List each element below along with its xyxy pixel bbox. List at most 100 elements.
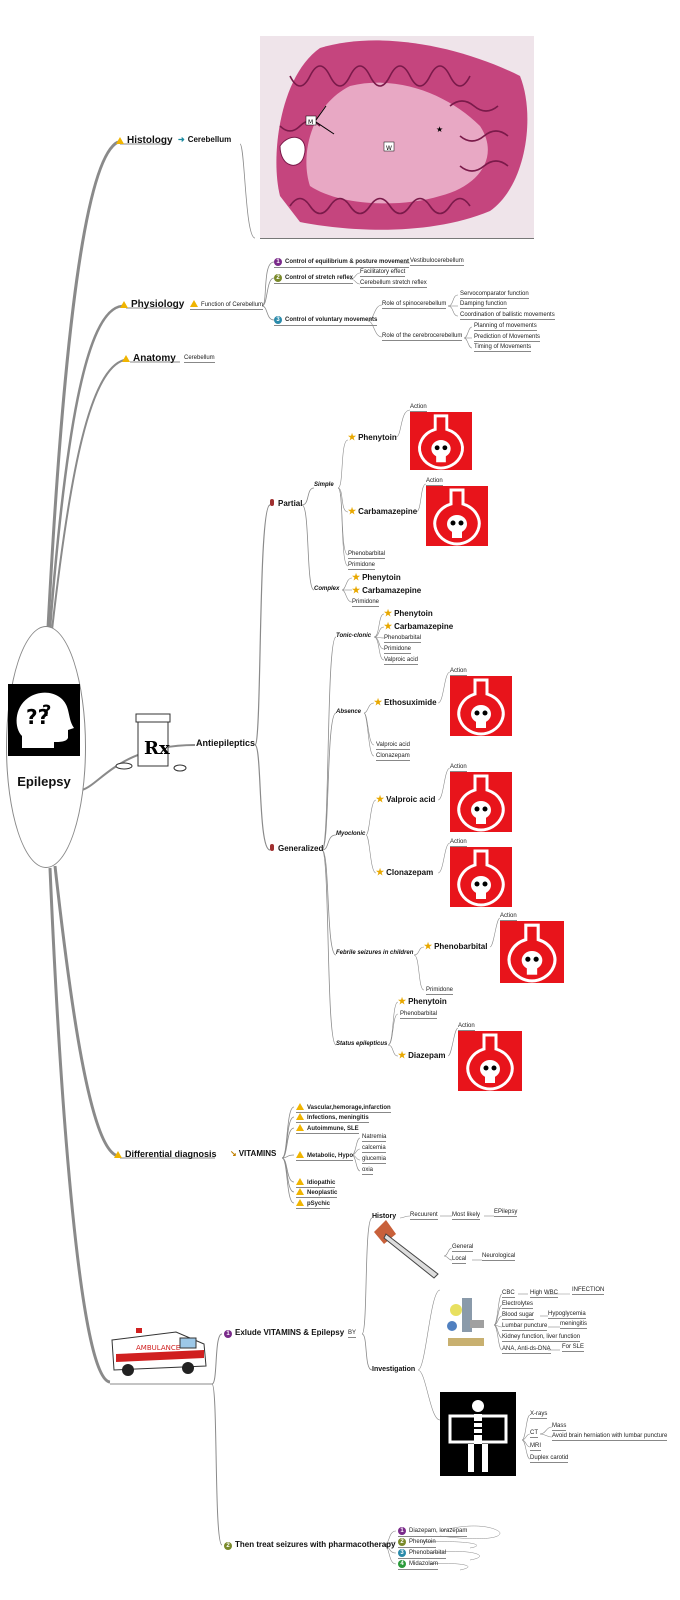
febrile-phenobarbital[interactable]: ★Phenobarbital	[424, 942, 487, 951]
function-node[interactable]: Function of Cerebellum	[190, 300, 264, 310]
inv-lumbar-puncture[interactable]: Lumbar puncture	[502, 1323, 548, 1331]
history-most-likely[interactable]: Most likely	[452, 1212, 481, 1220]
inv-mass[interactable]: Mass	[552, 1423, 567, 1431]
phys-cerebro3[interactable]: Timing of Movements	[474, 344, 532, 352]
inv-avoid[interactable]: Avoid brain herniation with lumbar punct…	[552, 1433, 668, 1441]
inv-mri[interactable]: MRI	[530, 1443, 541, 1451]
inv-cbc[interactable]: CBC	[502, 1290, 515, 1298]
differential-node[interactable]: Differential diagnosis	[114, 1150, 217, 1159]
vit-infections[interactable]: Infections, meningitis	[296, 1113, 369, 1123]
complex-node[interactable]: Complex	[314, 586, 340, 592]
inv-high-wbc[interactable]: High WBC	[530, 1290, 559, 1298]
vit-vascular[interactable]: Vascular,hemorage,infarction	[296, 1103, 391, 1113]
simple-phenytoin[interactable]: ★Phenytoin	[348, 433, 397, 442]
absence-node[interactable]: Absence	[336, 709, 362, 715]
action-label[interactable]: Action	[450, 668, 467, 676]
tonic-phenobarbital[interactable]: Phenobarbital	[384, 635, 422, 643]
antiepileptics-node[interactable]: Antiepileptics	[196, 738, 256, 748]
inv-blood-sugar[interactable]: Blood sugar	[502, 1312, 535, 1320]
exam-local[interactable]: Local	[452, 1256, 467, 1264]
action-label[interactable]: Action	[500, 913, 517, 921]
status-node[interactable]: Status epilepticus	[336, 1041, 388, 1047]
cerebellum-node[interactable]: ➜Cerebellum	[178, 136, 231, 144]
absence-ethosuximide[interactable]: ★Ethosuximide	[374, 698, 437, 707]
anatomy-child[interactable]: Cerebellum	[184, 355, 215, 363]
status-diazepam[interactable]: ★Diazepam	[398, 1051, 445, 1060]
action-label[interactable]: Action	[410, 404, 427, 412]
vit-metabolic[interactable]: Metabolic, Hypo	[296, 1151, 354, 1161]
vit-psychic[interactable]: pSychic	[296, 1199, 331, 1209]
generalized-node[interactable]: Generalized	[270, 844, 323, 853]
tonic-phenytoin[interactable]: ★Phenytoin	[384, 609, 433, 618]
phys-spino1[interactable]: Servocomparator function	[460, 291, 529, 299]
simple-carbamazepine[interactable]: ★Carbamazepine	[348, 507, 417, 516]
action-label[interactable]: Action	[458, 1023, 475, 1031]
tonic-valproic[interactable]: Valproic acid	[384, 657, 418, 665]
inv-ana[interactable]: ANA, Anti-ds-DNA	[502, 1346, 551, 1354]
phys-spino[interactable]: Role of spinocerebellum	[382, 301, 447, 309]
histology-node[interactable]: Histology	[116, 136, 173, 146]
myoclonic-clonazepam[interactable]: ★Clonazepam	[376, 868, 433, 877]
simple-phenobarbital[interactable]: Phenobarbital	[348, 551, 386, 559]
febrile-primidone[interactable]: Primidone	[426, 987, 454, 995]
absence-clonazepam[interactable]: Clonazepam	[376, 753, 410, 761]
tonic-primidone[interactable]: Primidone	[384, 646, 412, 654]
inv-hypoglycemia[interactable]: Hypoglycemia	[548, 1311, 586, 1319]
history-node[interactable]: History	[372, 1213, 397, 1220]
vit-idiopathic[interactable]: Idiopathic	[296, 1178, 336, 1188]
vit-calcemia[interactable]: calcemia	[362, 1145, 386, 1153]
inv-kidney[interactable]: Kidney function, liver function	[502, 1334, 581, 1342]
vit-natremia[interactable]: Natremia	[362, 1134, 387, 1142]
vit-neoplastic[interactable]: Neoplastic	[296, 1188, 338, 1198]
exam-general[interactable]: General	[452, 1244, 474, 1252]
phys-cerebro1[interactable]: Planning of movements	[474, 323, 537, 331]
phys-c2a[interactable]: Facilitatory effect	[360, 269, 406, 277]
febrile-node[interactable]: Febrile seizures in children	[336, 950, 414, 956]
phys-c1a[interactable]: Vestibulocerebellum	[410, 258, 464, 266]
phys-cerebro2[interactable]: Prediction of Movements	[474, 334, 541, 342]
absence-valproic[interactable]: Valproic acid	[376, 742, 410, 750]
tonic-clonic-node[interactable]: Tonic-clonic	[336, 633, 372, 639]
inv-xrays[interactable]: X-rays	[530, 1411, 548, 1419]
complex-carbamazepine[interactable]: ★Carbamazepine	[352, 586, 421, 595]
simple-primidone[interactable]: Primidone	[348, 562, 376, 570]
simple-node[interactable]: Simple	[314, 482, 334, 488]
vitamins-node[interactable]: ↘VITAMINS	[230, 1150, 276, 1158]
physiology-node[interactable]: Physiology	[120, 300, 184, 310]
inv-sle[interactable]: For SLE	[562, 1344, 585, 1352]
action-label[interactable]: Action	[450, 839, 467, 847]
investigation-node[interactable]: Investigation	[372, 1366, 416, 1373]
phys-spino3[interactable]: Coordination of ballistic movements	[460, 312, 555, 320]
inv-ct[interactable]: CT	[530, 1430, 538, 1438]
myoclonic-valproic[interactable]: ★Valproic acid	[376, 795, 435, 804]
phys-c2b[interactable]: Cerebellum stretch reflex	[360, 280, 427, 288]
vit-autoimmune[interactable]: Autoimmune, SLE	[296, 1124, 359, 1134]
complex-phenytoin[interactable]: ★Phenytoin	[352, 573, 401, 582]
status-phenytoin[interactable]: ★Phenytoin	[398, 997, 447, 1006]
action-label[interactable]: Action	[426, 478, 443, 486]
action-label[interactable]: Action	[450, 764, 467, 772]
exam-neurological[interactable]: Neurological	[482, 1253, 516, 1261]
myoclonic-node[interactable]: Myoclonic	[336, 831, 366, 837]
complex-primidone[interactable]: Primidone	[352, 599, 380, 607]
tonic-carbamazepine[interactable]: ★Carbamazepine	[384, 622, 453, 631]
history-recurrent[interactable]: Recuurent	[410, 1212, 438, 1220]
inv-electrolytes[interactable]: Electrolytes	[502, 1301, 534, 1309]
by-node[interactable]: BY	[348, 1330, 357, 1338]
vit-oxia[interactable]: oxia	[362, 1167, 374, 1175]
inv-meningitis[interactable]: meningitis	[560, 1321, 588, 1329]
phys-spino2[interactable]: Damping function	[460, 301, 507, 309]
inv-infection[interactable]: INFECTION	[572, 1287, 605, 1295]
phys-cerebro[interactable]: Role of the cerebrocerebellum	[382, 333, 463, 341]
vit-glucemia[interactable]: glucemia	[362, 1156, 387, 1164]
partial-node[interactable]: Partial	[270, 499, 302, 508]
